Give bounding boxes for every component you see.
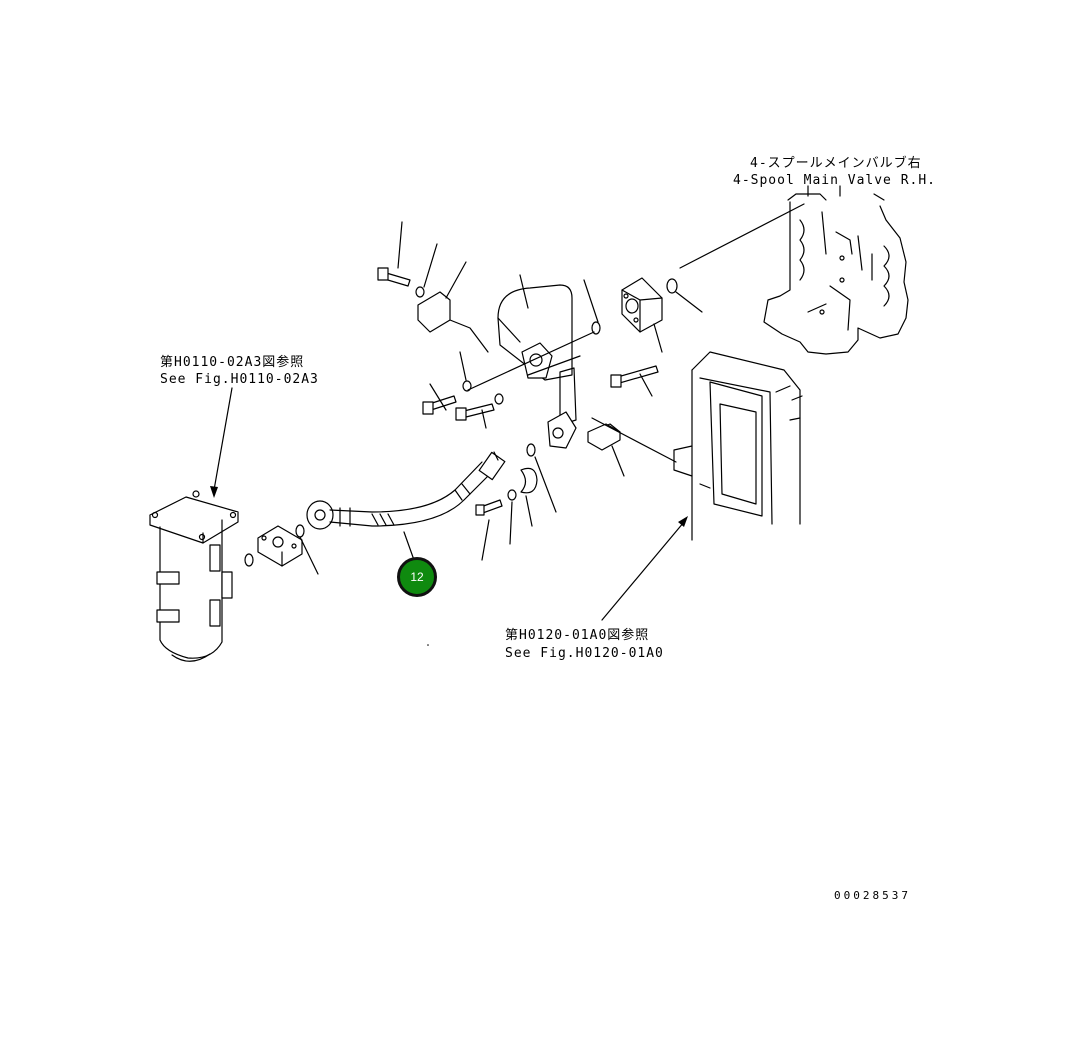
frame-reference-label-jp: 第H0120-01A0図参照: [505, 628, 650, 643]
flange-block: [257, 524, 319, 575]
filter-housing: [149, 490, 254, 662]
filter-reference-label-jp: 第H0110-02A3図参照: [160, 355, 305, 370]
main-valve-label-en: 4-Spool Main Valve R.H.: [733, 173, 937, 188]
reference-leaders: [210, 387, 688, 621]
hose-assembly: [306, 451, 506, 561]
upper-bolts: [377, 221, 504, 429]
machine-frame: [673, 351, 803, 541]
part-callout-12[interactable]: 12: [397, 557, 437, 597]
main-valve-label-jp: 4-スプールメインバルブ右: [750, 156, 922, 171]
drawing-number: 00028537: [834, 889, 911, 902]
frame-reference-label-en: See Fig.H0120-01A0: [505, 646, 664, 661]
main-valve: [763, 185, 909, 355]
filter-reference-label-en: See Fig.H0110-02A3: [160, 372, 319, 387]
center-bracket: [497, 274, 677, 477]
lower-bolts: [475, 443, 557, 561]
connection-lines: [467, 203, 805, 391]
valve-flange-block: [610, 277, 703, 397]
part-callout-number: 12: [410, 570, 424, 584]
